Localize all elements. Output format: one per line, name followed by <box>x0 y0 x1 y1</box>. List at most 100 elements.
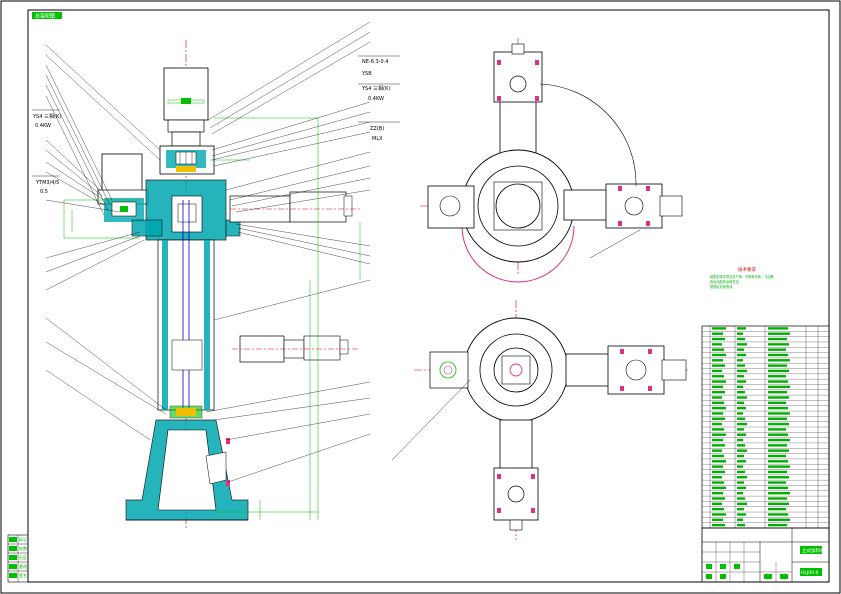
parts-list-cell-mark <box>768 375 786 378</box>
parts-list-cell-mark <box>712 481 724 484</box>
parts-list-cell-mark <box>768 470 787 474</box>
parts-list-cell-mark <box>737 507 744 511</box>
strip-label-0: 标记 <box>19 536 27 542</box>
parts-list-cell-mark <box>737 454 744 458</box>
parts-list-cell-mark <box>712 380 726 383</box>
parts-list-cell-mark <box>737 369 747 373</box>
parts-list-cell-mark <box>737 438 743 442</box>
note-line-2: 按规定加润滑油 <box>710 284 732 289</box>
parts-list-cell-mark <box>737 465 743 468</box>
parts-list-cell-mark <box>737 422 747 426</box>
parts-list-cell-mark <box>768 385 790 389</box>
parts-list-cell-mark <box>768 401 786 405</box>
notes-title: 技术要求 <box>738 266 756 273</box>
parts-list-cell-mark <box>737 353 746 357</box>
parts-list-cell-mark <box>737 401 744 405</box>
annotation-a8: 0.4KW <box>35 123 51 129</box>
parts-list-cell-mark <box>737 476 747 479</box>
parts-list-cell-mark <box>712 502 722 506</box>
parts-list-cell-mark <box>737 449 747 452</box>
parts-list-cell-mark <box>768 359 790 362</box>
parts-list-cell-mark <box>712 497 725 500</box>
parts-list-cell-mark <box>768 433 788 436</box>
annotation-a10: 0.5 <box>40 189 48 195</box>
parts-list-cell-mark <box>737 412 743 415</box>
parts-list-cell-mark <box>712 449 722 452</box>
parts-list-cell-mark <box>768 428 786 431</box>
parts-list-cell-mark <box>712 396 722 399</box>
annotation-a4: 0.4KW <box>368 96 384 102</box>
parts-list-cell-mark <box>768 406 788 410</box>
parts-list-cell-mark <box>768 422 789 426</box>
title-name: 立式加料机 <box>802 547 825 554</box>
parts-list-cell-mark <box>768 486 788 490</box>
parts-list-cell-mark <box>768 412 790 415</box>
parts-list-cell-mark <box>768 518 790 521</box>
parts-list-cell-mark <box>768 491 790 495</box>
parts-list-cell-mark <box>737 327 746 330</box>
parts-list-cell-mark <box>712 390 725 394</box>
parts-list-cell-mark <box>737 406 746 410</box>
parts-list-cell-mark <box>712 412 723 415</box>
top-tag: 总装配图 <box>35 13 55 20</box>
inner-border <box>27 9 830 583</box>
parts-list-cell-mark <box>712 444 725 447</box>
parts-list-cell-mark <box>737 444 745 447</box>
parts-list-cell-mark <box>712 417 725 420</box>
parts-list-cell-mark <box>737 481 744 484</box>
parts-list-cell-mark <box>737 513 746 516</box>
note-line-1: 各运动部件运转灵活 <box>710 279 739 284</box>
annotation-group: NE-6.3-0.4 YSB YS4 三相(K) 0.4KW ZZ(B) MLX… <box>32 55 400 195</box>
parts-list-cell-mark <box>768 507 786 511</box>
parts-list-cell-mark <box>712 454 724 458</box>
parts-list-cell-mark <box>768 343 789 346</box>
parts-list-cell-mark <box>712 385 723 389</box>
parts-list-cell-mark <box>712 364 725 367</box>
parts-list-cell-mark <box>737 417 745 420</box>
annotation-a2: YSB <box>361 71 372 77</box>
parts-list-cell-mark <box>712 507 724 511</box>
annotation-a9: YTM3/4/5 <box>35 180 59 186</box>
parts-list-cell-mark <box>737 497 745 500</box>
parts-list-cell-mark <box>768 364 787 367</box>
parts-list-cell-mark <box>737 364 745 367</box>
parts-list-cell-mark <box>712 470 725 474</box>
parts-list-cell-mark <box>768 353 788 357</box>
front-section-view: NE-6.3-0.4 YSB YS4 三相(K) 0.4KW ZZ(B) MLX… <box>32 21 400 530</box>
parts-list-cell-mark <box>712 406 726 410</box>
parts-list-cell-mark <box>737 428 744 431</box>
parts-list-cell-mark <box>768 449 789 452</box>
note-line-0: 装配前零件须清洗干净，不得有毛刺、飞边等 <box>710 274 775 279</box>
parts-list-cell-mark <box>768 390 787 394</box>
parts-list-cell-mark <box>737 518 743 521</box>
parts-list-cell-mark <box>768 523 787 527</box>
parts-list-cell-mark <box>712 518 723 521</box>
parts-list-cell-mark <box>737 396 747 399</box>
parts-list-cell-mark <box>768 476 789 479</box>
parts-list-cell-mark <box>768 444 787 447</box>
annotation-a5: ZZ(B) <box>370 126 384 132</box>
parts-list-cell-mark <box>768 497 787 500</box>
bottom-plan-view <box>391 300 690 540</box>
parts-list-cell-mark <box>712 486 726 490</box>
technical-notes: 技术要求 装配前零件须清洗干净，不得有毛刺、飞边等 各运动部件运转灵活 按规定加… <box>710 266 775 289</box>
parts-list-cell-mark <box>712 359 723 362</box>
parts-list-cell-mark <box>768 369 789 373</box>
parts-list-cell-mark <box>768 396 789 399</box>
annotation-a1: NE-6.3-0.4 <box>362 59 388 65</box>
top-plan-view <box>420 38 683 283</box>
parts-list-cell-mark <box>712 476 722 479</box>
parts-list-cell-mark <box>768 481 786 484</box>
parts-list-cell-mark <box>737 523 745 527</box>
parts-list-cell-mark <box>737 385 743 389</box>
parts-list-cell-mark <box>737 390 745 394</box>
parts-list-cell-mark <box>712 491 723 495</box>
parts-list-cell-mark <box>737 502 747 506</box>
parts-list-cell-mark <box>737 470 745 474</box>
parts-list-cell-mark <box>712 433 726 436</box>
title-drawing-no: HLJ00-0 <box>801 570 819 576</box>
parts-list-cell-mark <box>737 375 744 378</box>
parts-list-cell-mark <box>768 454 786 458</box>
parts-list-cell-mark <box>737 343 747 346</box>
